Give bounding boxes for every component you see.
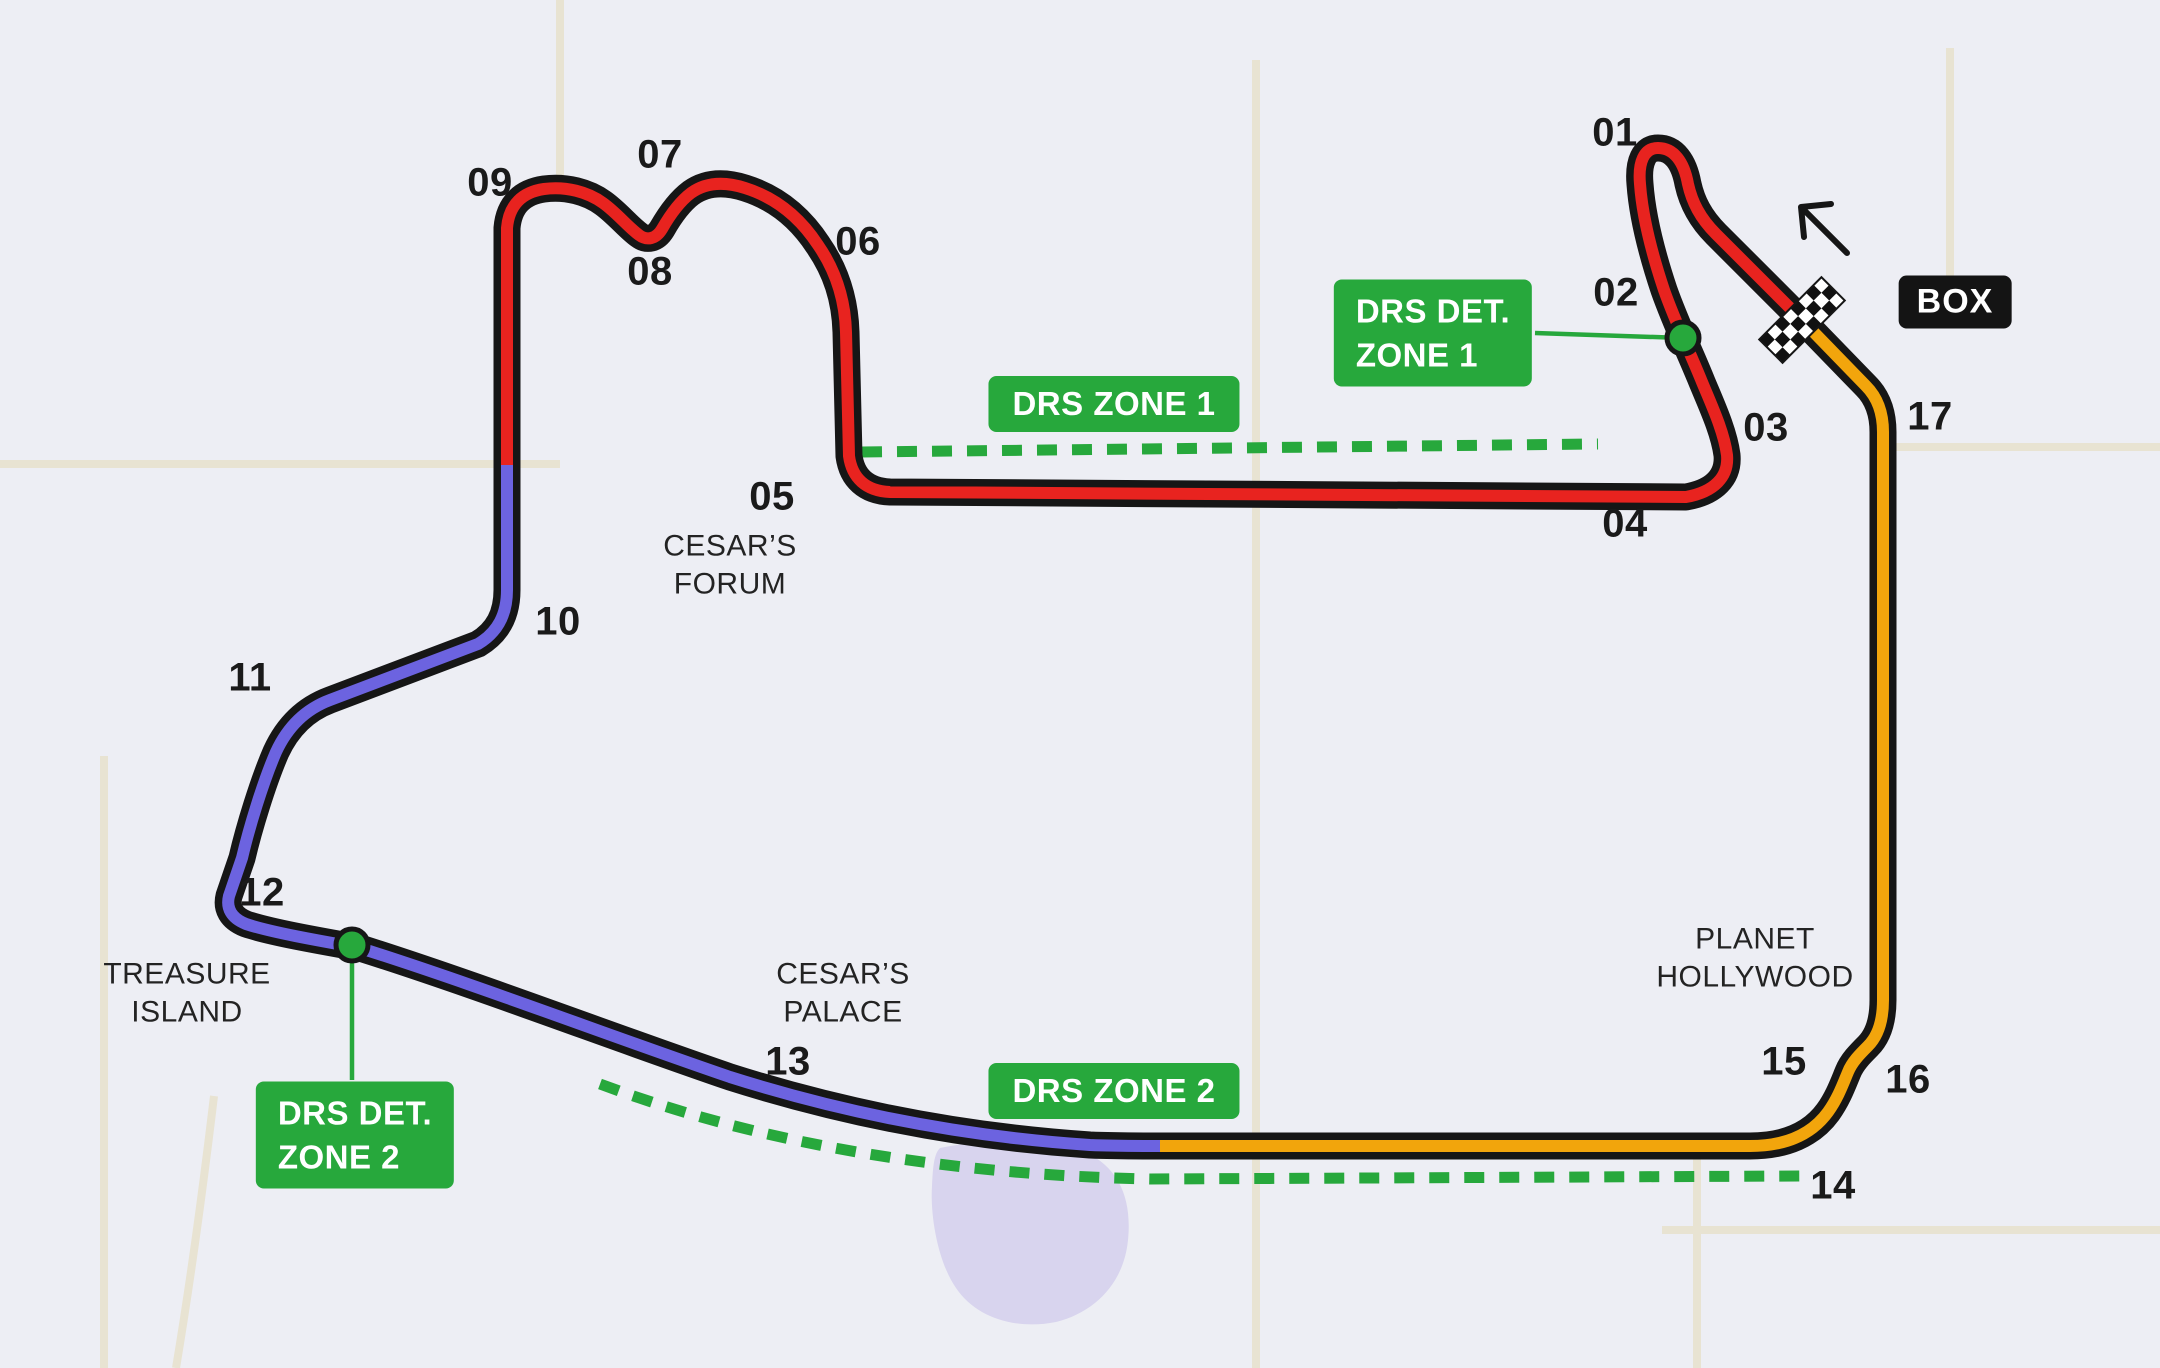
drs-detection-badge-line: ZONE 2 (277, 1138, 401, 1175)
drs-zone-2-dashed-line (598, 1078, 1801, 1185)
corner-label-10: 10 (535, 599, 581, 644)
corner-label-08: 08 (627, 249, 673, 294)
landmark-line: CESAR’S (776, 957, 910, 991)
drs-detection-zone-2-badge: DRS DET. ZONE 2 (255, 1081, 455, 1189)
corner-label-12: 12 (239, 870, 285, 915)
corner-label-02: 02 (1593, 270, 1639, 315)
landmark-cesars-palace: CESAR’S PALACE (776, 956, 910, 1033)
corner-label-15: 15 (1761, 1039, 1807, 1084)
corner-label-14: 14 (1810, 1163, 1856, 1208)
corner-label-06: 06 (835, 219, 881, 264)
drs-detection-dot-2 (333, 926, 371, 964)
corner-label-13: 13 (765, 1039, 811, 1084)
drs-zone-2-badge: DRS ZONE 2 (988, 1063, 1240, 1119)
pit-box-badge: BOX (1898, 275, 2012, 329)
landmark-planet-hollywood: PLANET HOLLYWOOD (1656, 921, 1853, 998)
drs-detection-dot-1 (1664, 319, 1702, 357)
drs-zone-1-dashed-line (861, 438, 1599, 458)
landmark-treasure-island: TREASURE ISLAND (103, 956, 270, 1033)
landmark-line: CESAR’S (663, 529, 797, 563)
landmark-line: FORUM (673, 568, 787, 601)
corner-label-07: 07 (637, 132, 683, 177)
drs-detection-badge-line: DRS DET. (1355, 292, 1511, 330)
corner-label-09: 09 (467, 160, 513, 205)
drs-zone-1-badge: DRS ZONE 1 (988, 376, 1240, 432)
landmark-line: PLANET (1695, 922, 1815, 956)
track-sector-1 (501, 141, 1805, 504)
corner-label-11: 11 (228, 655, 272, 700)
corner-label-05: 05 (749, 474, 795, 519)
drs-detection-zone-1-badge: DRS DET. ZONE 1 (1333, 279, 1533, 387)
corner-label-17: 17 (1907, 394, 1953, 439)
drs-detection-badge-line: DRS DET. (277, 1094, 433, 1132)
corner-label-04: 04 (1602, 501, 1648, 546)
drs-detection-badge-line: ZONE 1 (1355, 336, 1479, 373)
landmark-line: ISLAND (131, 996, 243, 1029)
corner-label-03: 03 (1743, 405, 1789, 450)
corner-label-01: 01 (1592, 110, 1638, 155)
landmark-cesars-forum: CESAR’S FORUM (663, 528, 797, 605)
corner-label-16: 16 (1885, 1057, 1931, 1102)
landmark-line: PALACE (783, 996, 903, 1029)
drs-det-1-connector-line (1534, 330, 1684, 341)
landmark-line: HOLLYWOOD (1656, 961, 1854, 994)
direction-arrow-icon (1798, 201, 1850, 256)
track-sector-3 (1160, 313, 1889, 1152)
start-finish-checkered-flag (1757, 275, 1847, 365)
landmark-line: TREASURE (103, 957, 271, 991)
lake (931, 1140, 1129, 1325)
